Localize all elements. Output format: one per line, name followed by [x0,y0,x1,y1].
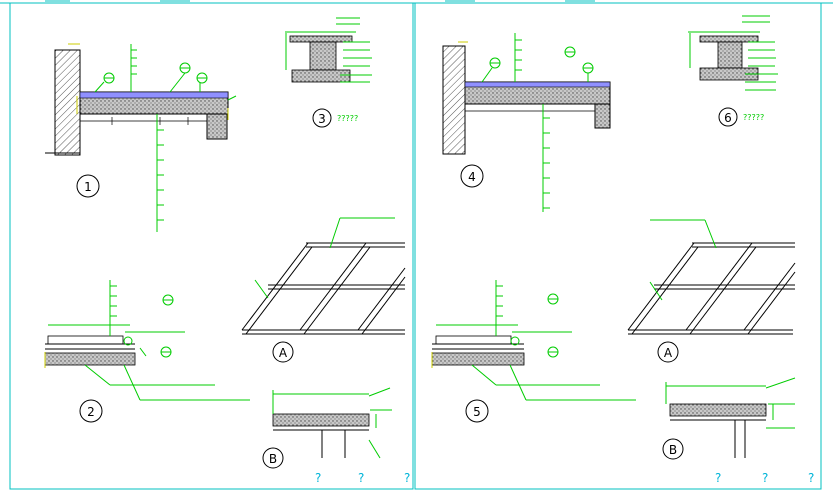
detail-2-section: 2 [44,280,250,423]
detail-1-leaders [94,44,237,232]
callout-6-circle [718,107,738,127]
floor-finish-layer [79,91,229,99]
callout-3-circle [312,108,332,128]
callout-4-label: 4 [468,170,476,184]
left-footer-mark-3: ? [404,471,410,485]
callout-5-label: 5 [473,405,481,419]
callout-2-circle [79,399,103,423]
callout-A-left-circle [272,341,294,363]
detail-4-section [442,33,611,212]
left-footer-mark-2: ? [358,471,364,485]
left-sheet: 3 ????? 1 [44,17,410,485]
right-sheet: 6 ????? 4 5 [431,15,814,485]
callout-A-left-label: A [279,346,288,360]
detail-A-right-grid: A [627,219,796,363]
detail-3-section: 3 ????? [285,17,372,128]
detail-6-caption: ????? [743,113,764,122]
callout-3-label: 3 [318,112,326,126]
callout-A-right-circle [657,341,679,363]
detail-3-caption: ????? [337,114,358,123]
callout-2-label: 2 [87,405,95,419]
detail-B-right-section: B [662,377,796,460]
beam-section [206,113,228,140]
callout-A-right-label: A [664,346,673,360]
right-footer-mark-2: ? [762,471,768,485]
callout-B-left-label: B [269,452,277,466]
right-footer-mark-1: ? [715,471,721,485]
yellow-marks [76,96,229,120]
left-footer-mark-1: ? [315,471,321,485]
callout-4-circle [460,164,484,188]
wall-section [54,49,81,156]
callout-B-right-circle [662,438,684,460]
detail-5-section: 5 [431,280,636,423]
detail-6-section: 6 ????? [688,15,778,127]
detail-1-section [45,43,237,232]
detail-A-grid: A [241,217,406,363]
callout-1-label: 1 [84,180,92,194]
callout-B-left-circle [262,447,284,469]
callout-5-circle [465,399,489,423]
right-footer-mark-3: ? [808,471,814,485]
callout-B-right-label: B [669,443,677,457]
callout-6-label: 6 [724,111,732,125]
callout-1-circle [76,174,100,198]
detail-B-section: B [262,387,392,469]
